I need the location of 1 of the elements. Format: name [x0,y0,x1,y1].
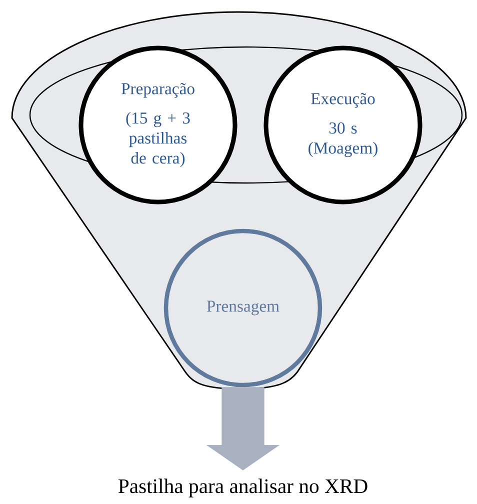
result-text: Pastilha para analisar no XRD [118,478,368,498]
